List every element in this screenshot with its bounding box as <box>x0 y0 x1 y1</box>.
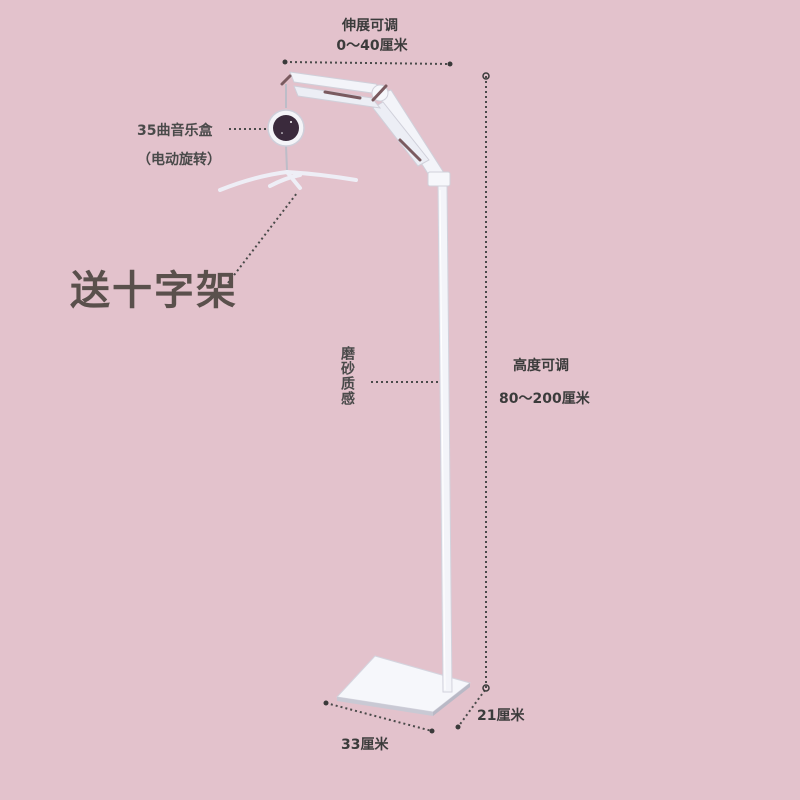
cross-arm-front <box>285 170 302 190</box>
texture-label: 磨砂质感 <box>339 346 355 406</box>
hanging-chain <box>285 84 288 171</box>
music-box <box>267 109 305 147</box>
base-length-label: 33厘米 <box>341 737 389 753</box>
arm-springs <box>280 74 422 162</box>
measure-endpoints <box>282 59 490 734</box>
stand-pole <box>437 184 453 693</box>
cross-arm-back <box>268 173 302 188</box>
gift-cross-label: 送十字架 <box>70 268 238 314</box>
cross-hanger <box>218 169 358 192</box>
measurement-lines <box>227 61 487 732</box>
base-plate <box>335 655 472 716</box>
music-box-face <box>273 115 299 141</box>
cross-pointer <box>227 192 298 284</box>
height-range: 80～200厘米 <box>499 391 590 407</box>
extension-title: 伸展可调 <box>342 18 398 34</box>
spring-lower <box>398 138 422 162</box>
length-measure-line <box>325 702 433 732</box>
base-width-label: 21厘米 <box>477 708 525 724</box>
extension-measure-line <box>284 61 451 65</box>
joint-knob-tip <box>280 74 292 86</box>
spring-upper <box>323 90 362 100</box>
joint-knob-mid <box>371 84 388 102</box>
extension-range: 0～40厘米 <box>336 38 408 54</box>
extension-arm <box>289 71 451 187</box>
music-box-description: （电动旋转） <box>137 152 221 168</box>
height-title: 高度可调 <box>513 358 569 374</box>
music-box-label: 35曲音乐盒 <box>137 123 213 139</box>
